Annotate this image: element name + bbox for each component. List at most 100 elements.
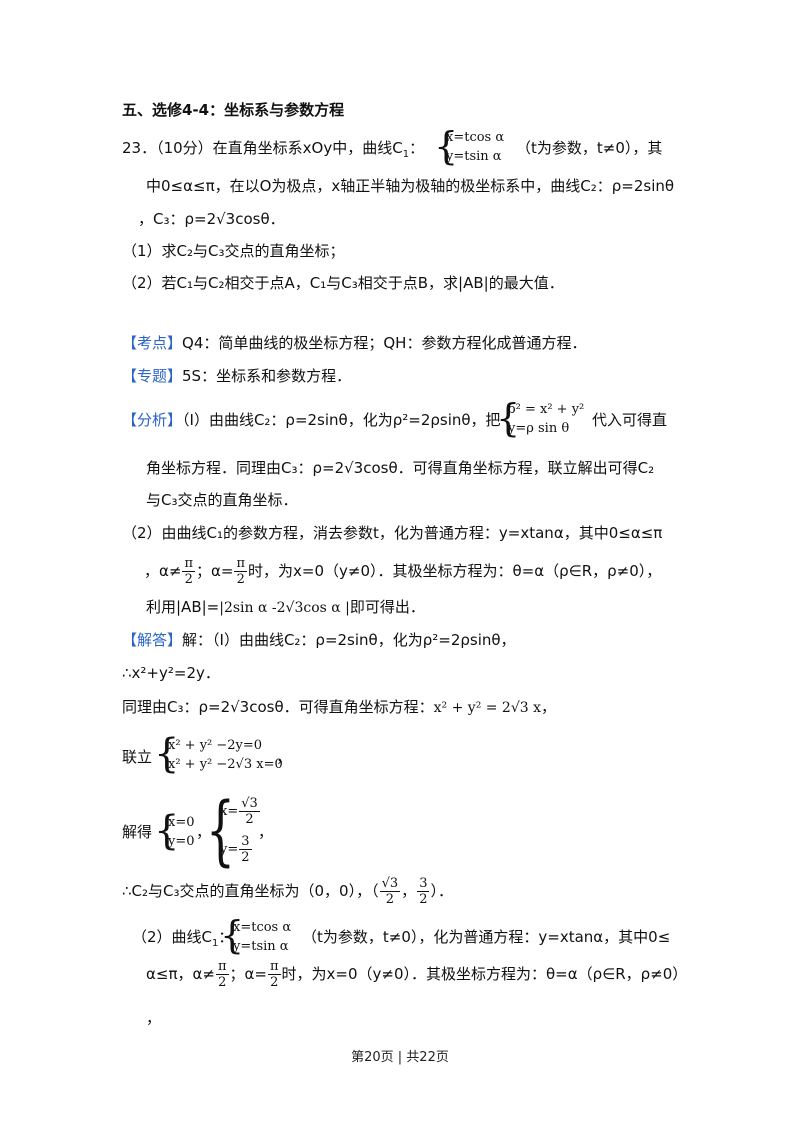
c1-x-eq: x=tcos α	[446, 130, 505, 145]
question-line-1: 23．（10分）在直角坐标系xOy中，曲线C1：	[122, 139, 425, 160]
fenxi-line-4: （2）由曲线C₁的参数方程，消去参数t，化为普通方程：y=xtanα，其中0≤α…	[122, 524, 663, 542]
sol-end: ，	[258, 823, 274, 841]
brace-sol-1: {	[154, 808, 180, 854]
frac-den: 2	[419, 892, 428, 907]
fenxi-line-6: 利用|AB|=|2sin α -2√3cos α |即可得出．	[146, 597, 425, 618]
frac-num: 3	[417, 876, 430, 892]
jieda-text-1: 解：（I）由曲线C₂：ρ=2sinθ，化为ρ²=2ρsinθ，	[182, 631, 516, 649]
fenxi-line-2: 角坐标方程．同理由C₃：ρ=2√3cosθ．可得直角坐标方程，联立解出可得C₂	[146, 459, 655, 477]
frac-num: √3	[379, 876, 401, 892]
frac-num: π	[267, 959, 281, 975]
fenxi-l6-b: 即可得出．	[349, 598, 425, 616]
kaodian-line: 【考点】Q4：简单曲线的极坐标方程；QH：参数方程化成普通方程．	[122, 333, 586, 353]
brace-lianli: {	[154, 731, 180, 777]
question-line-3: ，C₃：ρ=2√3cosθ．	[138, 210, 285, 228]
sol1-x: x=0	[168, 815, 195, 830]
page-footer: 第20页 | 共22页	[351, 1050, 449, 1065]
frac-den: 2	[184, 572, 193, 587]
c1-param-system-2: x=tcos α y=tsin α	[233, 918, 291, 956]
lianli-label: 联立	[122, 748, 153, 766]
brace-fenxi: {	[496, 396, 521, 440]
jieda-l10-b: ；α=	[229, 965, 267, 983]
fenxi-text-1: （I）由曲线C₂：ρ=2sinθ，化为ρ²=2ρsinθ，把	[182, 411, 501, 429]
frac-num: π	[234, 556, 248, 572]
sol-separator: ，	[196, 823, 212, 841]
abs-expression: |2sin α -2√3cos α |	[219, 600, 350, 616]
section-title: 五、选修4-4：坐标系与参数方程	[122, 101, 345, 119]
frac-den: 2	[236, 572, 245, 587]
fenxi-sys-eq-1: ρ² = x² + y²	[508, 402, 585, 417]
fenxi-l6-a: 利用|AB|=	[146, 598, 220, 616]
fenxi-polar-system: ρ² = x² + y² y=ρ sin θ	[508, 400, 584, 438]
jiede-label: 解得	[122, 823, 153, 841]
fenxi-line-1-end: 代入可得直	[592, 411, 668, 429]
frac-den: 2	[270, 975, 279, 990]
lianli-eq-1: x² + y² −2y=0	[168, 738, 263, 753]
kaodian-tag: 【考点】	[122, 334, 183, 352]
jieda-line-3: 同理由C₃：ρ=2√3cosθ．可得直角坐标方程：x² + y² = 2√3 x…	[122, 697, 556, 718]
brace-c1-2: {	[220, 913, 245, 957]
frac-den: 2	[241, 849, 250, 865]
zhuanti-line: 【专题】5S：坐标系和参数方程．	[122, 366, 351, 386]
fenxi-line-3: 与C₃交点的直角坐标．	[146, 491, 298, 509]
jieda-line-1: 【解答】解：（I）由曲线C₂：ρ=2sinθ，化为ρ²=2ρsinθ，	[122, 630, 516, 650]
frac-num: π	[182, 556, 196, 572]
jieda-l9-a: （2）曲线C	[132, 928, 213, 946]
kaodian-text: Q4：简单曲线的极坐标方程；QH：参数方程化成普通方程．	[182, 334, 587, 352]
frac-num: 3	[239, 833, 252, 850]
brace-sol-2: {	[206, 785, 236, 874]
frac-den: 2	[245, 811, 254, 827]
fenxi-l5-a: ，α≠	[144, 562, 182, 580]
frac-num: √3	[239, 795, 260, 812]
zhuanti-tag: 【专题】	[122, 367, 183, 385]
lianli-end: ，	[276, 748, 292, 766]
jieda-l8-a: ∴C₂与C₃交点的直角坐标为（0，0），（	[122, 882, 379, 900]
c3-cartesian-eq: x² + y² = 2√3 x	[433, 700, 542, 716]
jieda-line-9-end: （t为参数，t≠0），化为普通方程：y=xtanα，其中0≤	[302, 928, 671, 946]
lianli-eq-2: x² + y² −2√3 x=0	[168, 757, 283, 772]
jieda-l10-a: α≤π，α≠	[146, 965, 215, 983]
jieda-l3-a: 同理由C₃：ρ=2√3cosθ．可得直角坐标方程：	[122, 698, 434, 716]
sol2-y-lhs: y=	[220, 841, 239, 857]
zhuanti-text: 5S：坐标系和参数方程．	[182, 367, 352, 385]
fenxi-sys-eq-2: y=ρ sin θ	[508, 421, 570, 436]
jieda-line-2: ∴x²+y²=2y．	[122, 664, 220, 682]
question-line-2: 中0≤α≤π，在以O为极点，x轴正半轴为极轴的极坐标系中，曲线C₂：ρ=2sin…	[146, 177, 675, 195]
fenxi-tag: 【分析】	[122, 411, 183, 429]
lianli-system: x² + y² −2y=0 x² + y² −2√3 x=0	[168, 736, 283, 774]
jieda-l8-b: ）．	[430, 882, 453, 900]
fenxi-l5-b: ；α=	[196, 562, 234, 580]
jieda-line-9: （2）曲线C1：	[132, 928, 234, 949]
question-line-1-end: （t为参数，t≠0），其	[516, 139, 663, 157]
c1-y-eq: y=tsin α	[446, 149, 502, 164]
jieda-l8-sep: ，	[401, 882, 417, 900]
jieda-tag: 【解答】	[122, 631, 183, 649]
fenxi-line-1: 【分析】（I）由曲线C₂：ρ=2sinθ，化为ρ²=2ρsinθ，把	[122, 410, 501, 430]
sol2-x-lhs: x=	[220, 803, 239, 819]
fenxi-l5-c: 时，为x=0（y≠0）．其极坐标方程为：θ=α（ρ∈R，ρ≠0），	[248, 562, 662, 580]
question-intro: 23．（10分）在直角坐标系xOy中，曲线C	[122, 139, 403, 157]
question-part-2: （2）若C₁与C₂相交于点A，C₁与C₃相交于点B，求|AB|的最大值．	[122, 274, 564, 292]
jieda-l10-c: 时，为x=0（y≠0）．其极坐标方程为：θ=α（ρ∈R，ρ≠0）	[281, 965, 688, 983]
sol1-y: y=0	[168, 834, 195, 849]
frac-den: 2	[385, 892, 395, 907]
question-part-1: （1）求C₂与C₃交点的直角坐标；	[122, 242, 345, 260]
jieda-line-11: ，	[146, 1009, 162, 1027]
c1-x-eq-2: x=tcos α	[233, 920, 292, 935]
jieda-l3-b: ，	[541, 698, 557, 716]
c1-y-eq-2: y=tsin α	[233, 939, 289, 954]
frac-den: 2	[218, 975, 227, 990]
